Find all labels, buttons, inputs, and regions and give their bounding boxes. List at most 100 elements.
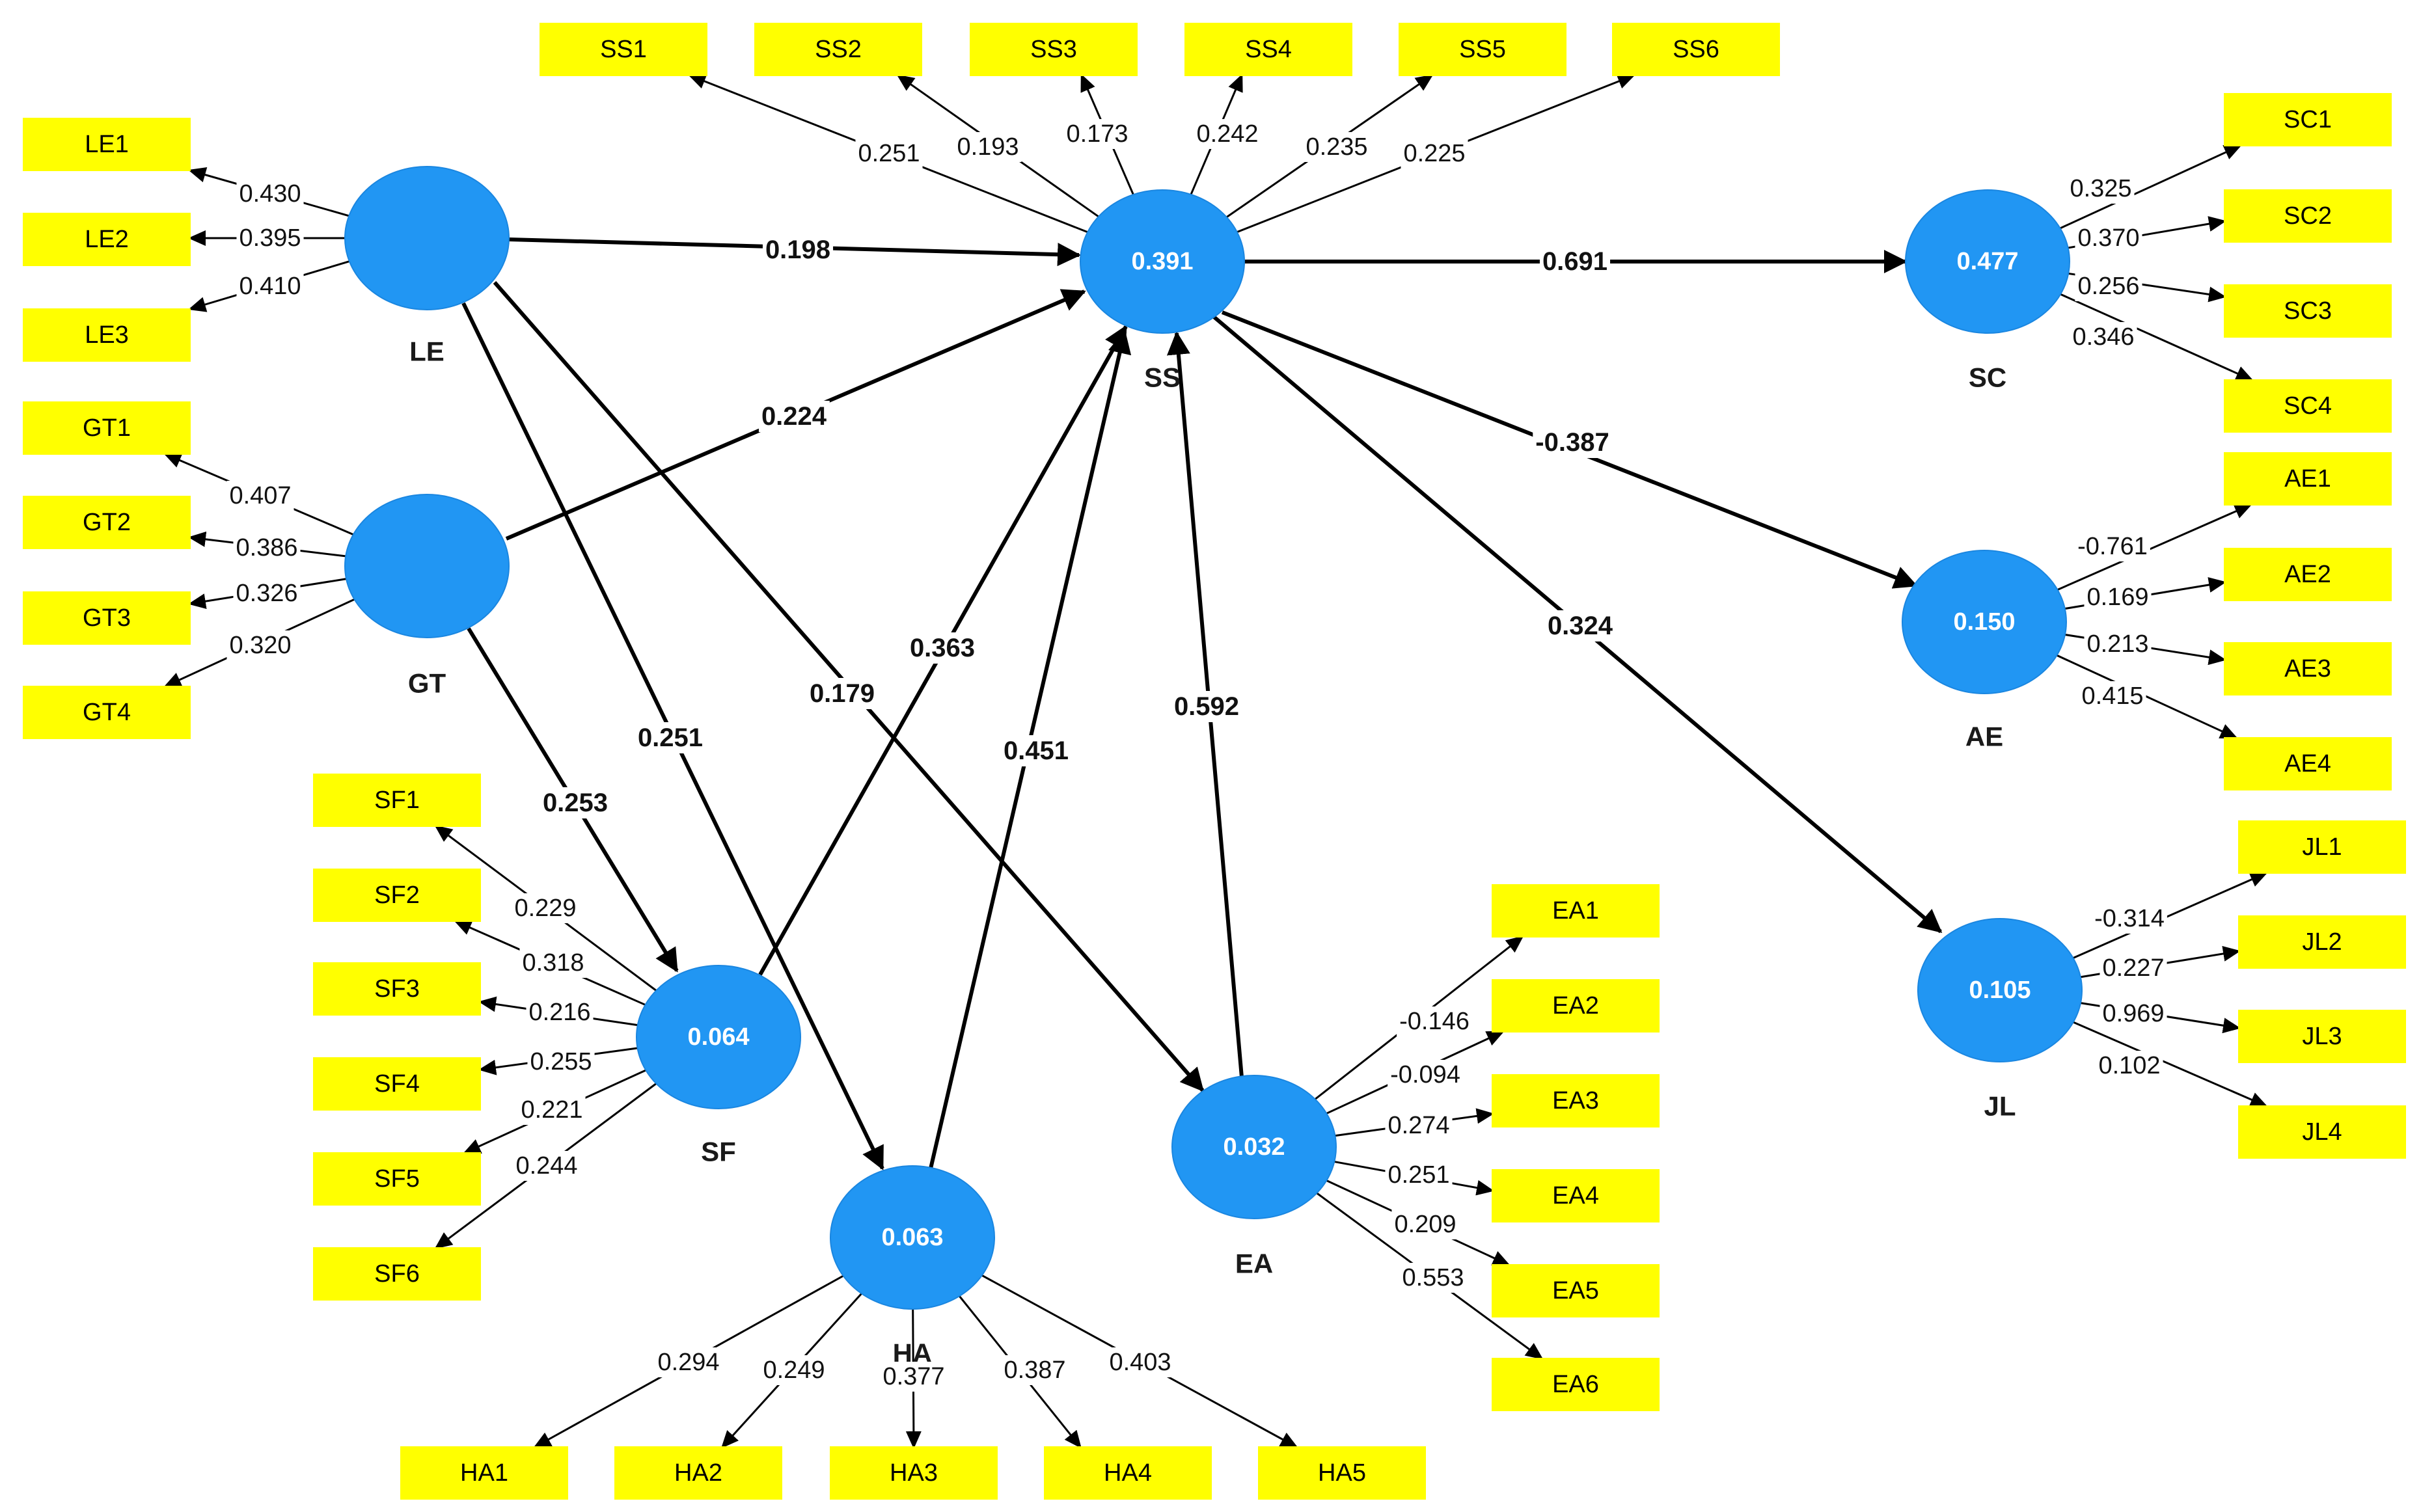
weight-label-ea1: -0.146 [1397, 1006, 1472, 1036]
construct-node [1171, 1075, 1337, 1219]
indicator-ha2[interactable]: HA2 [614, 1446, 782, 1500]
indicator-label: SC4 [2284, 392, 2332, 420]
indicator-sf3[interactable]: SF3 [313, 962, 481, 1016]
indicator-le1[interactable]: LE1 [23, 118, 191, 171]
weight-label-ea3-bg [1385, 1111, 1453, 1141]
indicator-le2[interactable]: LE2 [23, 213, 191, 266]
indicator-box [2224, 642, 2392, 695]
indicator-jl3[interactable]: JL3 [2238, 1010, 2406, 1063]
indicator-box [313, 1057, 481, 1111]
indicator-box [614, 1446, 782, 1500]
indicator-ss2[interactable]: SS2 [754, 23, 922, 76]
indicator-label: SF2 [374, 882, 420, 909]
indicator-ss6[interactable]: SS6 [1612, 23, 1780, 76]
indicator-jl4[interactable]: JL4 [2238, 1105, 2406, 1159]
weight-label-sf4-bg [527, 1047, 595, 1077]
indicator-label: HA5 [1318, 1459, 1366, 1487]
indicator-ha4[interactable]: HA4 [1044, 1446, 1212, 1500]
indicator-box [2238, 820, 2406, 874]
indicator-ss4[interactable]: SS4 [1184, 23, 1352, 76]
indicator-ea4[interactable]: EA4 [1492, 1169, 1660, 1222]
construct-le[interactable]: LE [344, 166, 510, 367]
weight-label-ha1-bg [655, 1347, 722, 1377]
indicator-jl1[interactable]: JL1 [2238, 820, 2406, 874]
indicator-gt2[interactable]: GT2 [23, 496, 191, 549]
indicator-label: LE2 [85, 226, 129, 253]
indicator-ea3[interactable]: EA3 [1492, 1074, 1660, 1127]
indicator-sf5[interactable]: SF5 [313, 1152, 481, 1206]
indicator-ss5[interactable]: SS5 [1399, 23, 1566, 76]
indicator-ae1[interactable]: AE1 [2224, 452, 2392, 506]
path-coef-sf-ss-text: 0.363 [910, 634, 975, 662]
indicator-gt3[interactable]: GT3 [23, 591, 191, 645]
indicator-label: SS6 [1673, 36, 1719, 63]
weight-label-ha5-text: 0.403 [1109, 1349, 1171, 1376]
indicator-ea2[interactable]: EA2 [1492, 979, 1660, 1033]
indicator-ae2[interactable]: AE2 [2224, 548, 2392, 601]
indicator-ha5[interactable]: HA5 [1258, 1446, 1426, 1500]
weight-label-sf6-text: 0.244 [515, 1152, 577, 1180]
indicator-sf4[interactable]: SF4 [313, 1057, 481, 1111]
construct-node [344, 494, 510, 638]
indicator-ae3[interactable]: AE3 [2224, 642, 2392, 695]
indicator-box [1399, 23, 1566, 76]
indicator-gt1[interactable]: GT1 [23, 401, 191, 455]
path-coef-gt-ss-text: 0.224 [761, 402, 827, 431]
weight-label-gt4-bg [226, 630, 294, 660]
indicator-sf1[interactable]: SF1 [313, 774, 481, 827]
weight-label-ea5-text: 0.209 [1394, 1211, 1456, 1238]
weight-label-jl3: 0.969 [2100, 999, 2167, 1029]
weight-label-jl3-bg [2100, 999, 2167, 1029]
indicator-label: SS4 [1245, 36, 1292, 63]
indicator-ae4[interactable]: AE4 [2224, 737, 2392, 790]
weight-label-ea1-text: -0.146 [1399, 1008, 1470, 1035]
weight-label-ha1: 0.294 [655, 1347, 722, 1377]
indicator-sc3[interactable]: SC3 [2224, 284, 2392, 338]
indicator-sf2[interactable]: SF2 [313, 869, 481, 922]
indicator-gt4[interactable]: GT4 [23, 686, 191, 739]
indicator-box [830, 1446, 998, 1500]
indicator-ss1[interactable]: SS1 [540, 23, 707, 76]
indicator-ha3[interactable]: HA3 [830, 1446, 998, 1500]
indicator-sf6[interactable]: SF6 [313, 1247, 481, 1301]
weight-label-ae4-text: 0.415 [2081, 682, 2143, 710]
indicator-box [1492, 979, 1660, 1033]
weight-label-sc3-bg [2075, 271, 2142, 301]
indicator-le3[interactable]: LE3 [23, 308, 191, 362]
weight-label-sc3-text: 0.256 [2077, 273, 2139, 300]
label-layer: 0.4300.3950.4100.4070.3860.3260.3200.251… [226, 119, 2167, 1392]
weight-label-ha4: 0.387 [1001, 1355, 1069, 1385]
indicator-label: HA4 [1104, 1459, 1152, 1487]
weight-label-ss1: 0.251 [855, 139, 923, 169]
indicator-box [23, 496, 191, 549]
weight-label-ss2: 0.193 [954, 132, 1022, 162]
indicator-label: EA2 [1552, 992, 1599, 1019]
outer-arrow-ae1 [2057, 504, 2252, 591]
indicator-sc2[interactable]: SC2 [2224, 189, 2392, 243]
indicator-label: SS1 [600, 36, 647, 63]
indicator-sc1[interactable]: SC1 [2224, 93, 2392, 146]
indicator-label: SC3 [2284, 297, 2332, 325]
weight-label-sf2-text: 0.318 [522, 949, 584, 977]
indicator-sc4[interactable]: SC4 [2224, 379, 2392, 433]
indicator-ea5[interactable]: EA5 [1492, 1264, 1660, 1317]
path-coef-ha-ss-bg [1000, 735, 1072, 766]
indicator-ss3[interactable]: SS3 [970, 23, 1138, 76]
indicator-ea6[interactable]: EA6 [1492, 1358, 1660, 1411]
indicator-ea1[interactable]: EA1 [1492, 884, 1660, 938]
construct-gt[interactable]: GT [344, 494, 510, 699]
weight-label-ea5-bg [1391, 1209, 1459, 1239]
path-coef-sf-ss-bg [907, 632, 978, 664]
construct-r2-value: 0.391 [1131, 248, 1193, 275]
indicator-jl2[interactable]: JL2 [2238, 915, 2406, 969]
path-coef-ss-ae-bg [1533, 427, 1612, 458]
indicator-ha1[interactable]: HA1 [400, 1446, 568, 1500]
